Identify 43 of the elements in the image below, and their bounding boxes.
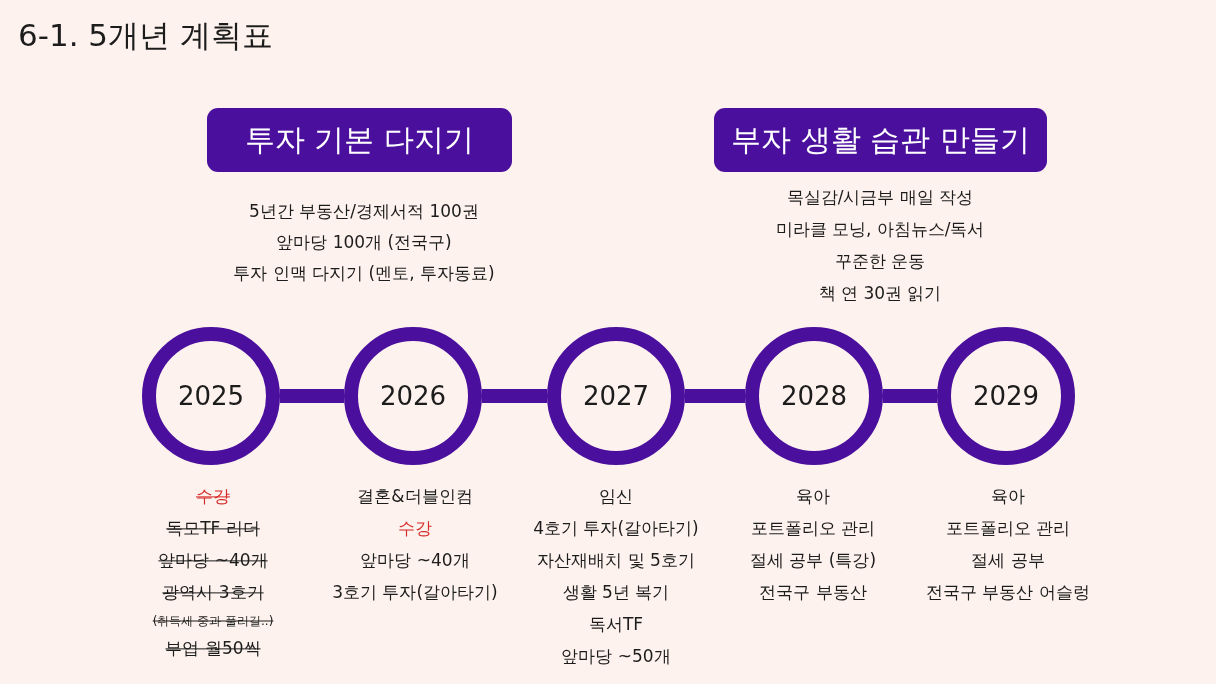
year-circle: 2025	[142, 327, 280, 465]
connector-bar	[685, 389, 745, 403]
year-circle: 2028	[745, 327, 883, 465]
plan-item: 독서TF	[588, 614, 644, 636]
connector-bar	[883, 389, 937, 403]
plan-item: 생활 5년 복기	[562, 582, 670, 604]
plan-item: 책 연 30권 읽기	[818, 283, 942, 305]
plan-item: 수강	[398, 518, 432, 540]
plan-item: 앞마당 ~40개	[158, 550, 268, 572]
plan-item: 독모TF 리더	[166, 518, 260, 540]
plan-item: 육아	[991, 486, 1025, 508]
connector-bar	[280, 389, 344, 403]
plan-item: 전국구 부동산	[759, 582, 867, 604]
heading-box: 부자 생활 습관 만들기	[714, 108, 1047, 172]
plan-item: 앞마당 100개 (전국구)	[276, 232, 452, 254]
plan-item: (취득세 중과 풀리길..)	[152, 613, 274, 629]
year-circle: 2027	[547, 327, 685, 465]
plan-item: 절세 공부 (특강)	[749, 550, 877, 572]
plan-item: 미라클 모닝, 아침뉴스/독서	[775, 219, 985, 241]
plan-item: 광역시 3호기	[162, 582, 264, 604]
page-title: 6-1. 5개년 계획표	[18, 17, 273, 55]
plan-item: 자산재배치 및 5호기	[537, 550, 695, 572]
plan-item: 투자 인맥 다지기 (멘토, 투자동료)	[233, 263, 495, 285]
plan-item: 3호기 투자(갈아타기)	[332, 582, 498, 604]
year-circle: 2026	[344, 327, 482, 465]
plan-item: 포트폴리오 관리	[750, 518, 876, 540]
connector-bar	[482, 389, 547, 403]
plan-item: 포트폴리오 관리	[945, 518, 1071, 540]
plan-item: 4호기 투자(갈아타기)	[533, 518, 699, 540]
plan-item: 5년간 부동산/경제서적 100권	[249, 201, 479, 223]
plan-item: 앞마당 ~40개	[360, 550, 470, 572]
plan-item: 꾸준한 운동	[834, 251, 926, 273]
plan-item: 절세 공부	[971, 550, 1045, 572]
plan-item: 결혼&더블인컴	[357, 486, 473, 508]
plan-item: 수강	[196, 486, 230, 508]
plan-item: 전국구 부동산 어슬렁	[926, 582, 1090, 604]
plan-item: 육아	[796, 486, 830, 508]
plan-item: 앞마당 ~50개	[561, 646, 671, 668]
plan-item: 부업 월50씩	[165, 638, 261, 660]
plan-item: 임신	[599, 486, 633, 508]
plan-item: 목실감/시금부 매일 작성	[786, 187, 974, 209]
heading-box: 투자 기본 다지기	[207, 108, 512, 172]
year-circle: 2029	[937, 327, 1075, 465]
